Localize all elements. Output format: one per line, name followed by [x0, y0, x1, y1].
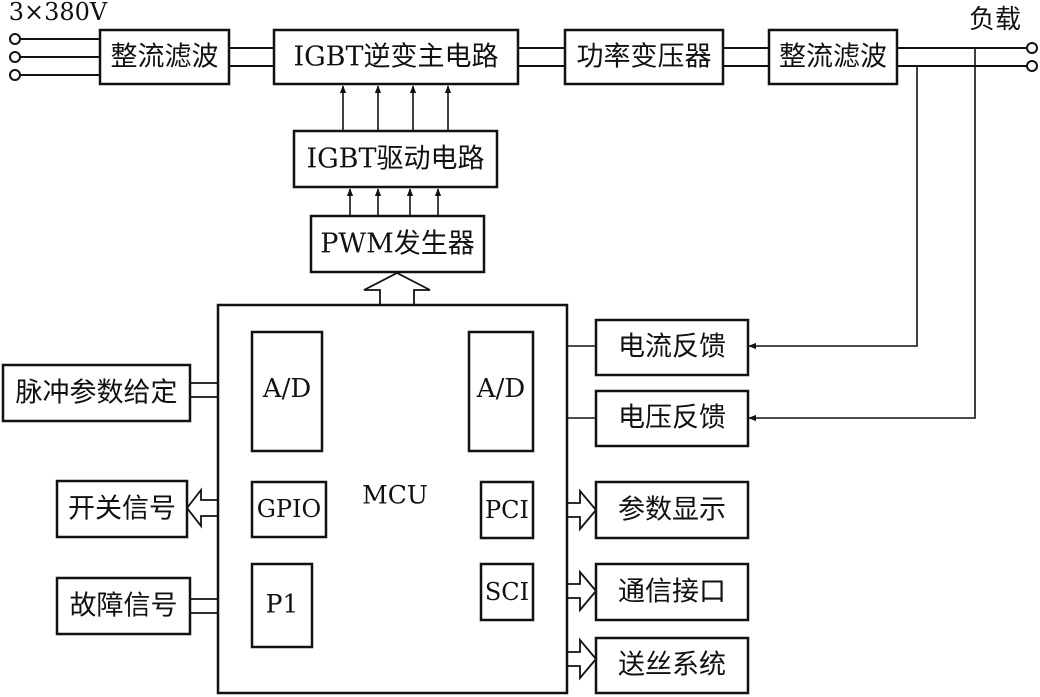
block-rectifier-in	[98, 28, 231, 86]
p1-label: P1	[266, 590, 299, 619]
switch-signal-label: 开关信号	[68, 494, 176, 525]
comm-interface-label: 通信接口	[618, 577, 726, 608]
drive-arrows	[339, 85, 452, 216]
block-driver	[292, 129, 499, 189]
pwm-label: PWM发生器	[320, 229, 475, 260]
current-feedback-label: 电流反馈	[618, 332, 726, 363]
block-ad-right	[467, 330, 535, 453]
block-comm-interface	[594, 562, 750, 622]
rectifier-out-label: 整流滤波	[779, 42, 887, 73]
inverter-label: IGBT逆变主电路	[293, 42, 498, 73]
fault-signal-label: 故障信号	[70, 591, 178, 622]
input-terminal-l1	[9, 33, 21, 45]
block-ad-left	[250, 330, 324, 453]
pulse-param-label: 脉冲参数给定	[16, 378, 178, 409]
block-wire-feed	[594, 636, 750, 695]
output-terminal-positive	[1026, 42, 1038, 54]
blocks	[1, 28, 899, 695]
block-current-feedback	[594, 318, 750, 377]
ad-right-label: A/D	[476, 374, 525, 404]
block-fault-signal	[55, 576, 192, 636]
terminals	[9, 33, 1038, 81]
block-switch-signal	[55, 479, 189, 539]
voltage-feedback-label: 电压反馈	[618, 403, 726, 434]
block-pci	[479, 480, 535, 540]
block-param-display	[594, 480, 750, 540]
bus-arrow-mcu-to-wirefeed	[567, 637, 598, 681]
pci-label: PCI	[485, 496, 529, 524]
block-pwm	[309, 214, 486, 274]
output-terminal-negative	[1026, 60, 1038, 72]
load-label: 负载	[969, 5, 1021, 35]
gpio-label: GPIO	[257, 495, 321, 523]
input-terminal-l3	[9, 69, 21, 81]
block-rectifier-out	[767, 28, 899, 86]
block-transformer	[563, 28, 725, 86]
rectifier-in-label: 整流滤波	[111, 42, 219, 73]
bus-arrow-mcu-to-pwm	[363, 271, 431, 304]
supply-label: 3×380V	[9, 0, 108, 26]
block-gpio	[250, 480, 328, 539]
param-display-label: 参数显示	[618, 495, 726, 526]
sci-label: SCI	[485, 578, 529, 606]
input-terminal-l2	[9, 51, 21, 63]
power-lines	[20, 38, 1028, 76]
block-pulse-param	[1, 363, 192, 423]
wire-feed-label: 送丝系统	[618, 650, 726, 681]
ad-left-label: A/D	[262, 374, 311, 404]
block-p1	[250, 562, 314, 649]
driver-label: IGBT驱动电路	[306, 144, 484, 175]
transformer-label: 功率变压器	[577, 42, 712, 73]
mcu-label: MCU	[362, 481, 428, 510]
block-voltage-feedback	[594, 389, 750, 448]
block-sci	[479, 562, 535, 622]
block-inverter	[272, 28, 520, 86]
